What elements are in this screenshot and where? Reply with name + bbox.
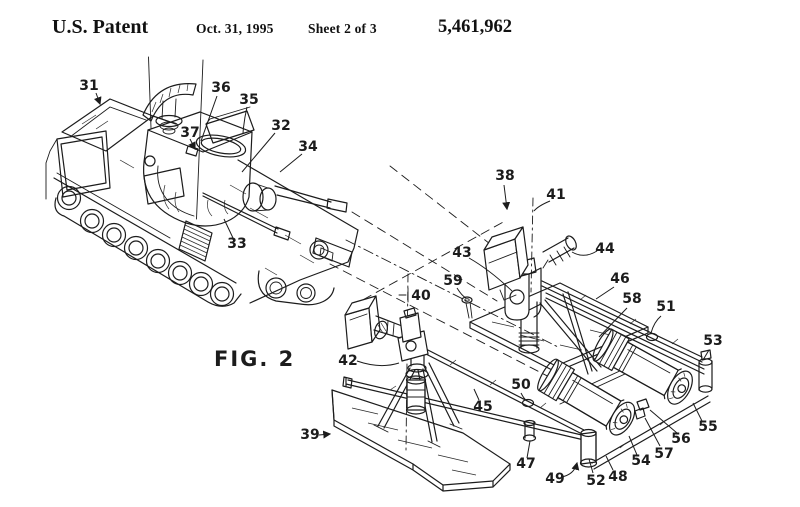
- leader-lines: [93, 92, 710, 478]
- dashdot-axis-line: [345, 239, 559, 348]
- turret-fitting-37: [185, 145, 199, 157]
- launcher-frame: [345, 280, 711, 470]
- eyelet-59: [461, 296, 473, 304]
- ref-label-41: 41: [546, 187, 565, 203]
- ref-label-43: 43: [452, 245, 471, 261]
- dashed-sightline-mid: [351, 211, 498, 302]
- ref-label-42: 42: [338, 353, 357, 369]
- vertical-centerline-40: [405, 273, 409, 451]
- ref-label-48: 48: [608, 469, 627, 485]
- ref-label-58: 58: [622, 291, 641, 307]
- ref-label-36: 36: [211, 80, 230, 96]
- pivot-yoke: [504, 273, 530, 321]
- knob-51: [645, 332, 659, 342]
- scope-44: [542, 237, 575, 263]
- ref-label-44: 44: [595, 241, 615, 257]
- axis-lines: [148, 56, 204, 220]
- patent-header-title: U.S. Patent: [52, 16, 149, 38]
- ref-label-38: 38: [495, 168, 514, 184]
- tripod-leg-right: [423, 362, 460, 427]
- ref-label-31: 31: [79, 78, 98, 94]
- pivot-sight-assembly: [483, 226, 577, 354]
- ref-label-49: 49: [545, 471, 564, 487]
- ref-label-37: 37: [180, 125, 199, 141]
- cylinder-lower: [537, 358, 636, 436]
- tripod-camera-station: [344, 295, 463, 448]
- tank-front-track: [257, 240, 335, 306]
- reference-labels: 31 36 35 37 32 34 33 38 41 43 44 59 40 4…: [79, 78, 722, 489]
- rail-48: [591, 395, 711, 470]
- ref-label-40: 40: [411, 288, 431, 304]
- ref-label-54: 54: [631, 453, 651, 469]
- brace-58a: [539, 299, 602, 372]
- patent-header-date: Oct. 31, 1995: [196, 21, 274, 36]
- ref-label-32: 32: [271, 118, 290, 134]
- tank-turret: [142, 82, 348, 241]
- rail-45-lower: [345, 377, 587, 441]
- patent-header-number: 5,461,962: [438, 17, 512, 37]
- ref-label-59: 59: [443, 273, 462, 289]
- ref-label-39: 39: [300, 427, 319, 443]
- tank-road-wheels: [56, 185, 235, 307]
- ref-label-34: 34: [298, 139, 318, 155]
- ref-label-35: 35: [239, 92, 258, 108]
- base-plate: [331, 389, 511, 492]
- ref-label-55: 55: [698, 419, 717, 435]
- curved-vane: [142, 82, 197, 122]
- ref-label-57: 57: [654, 446, 673, 462]
- clamp-56: [636, 398, 650, 411]
- patent-header-sheet: Sheet 2 of 3: [308, 21, 377, 36]
- ref-label-47: 47: [516, 456, 535, 472]
- clamp-57: [634, 407, 646, 420]
- ref-label-46: 46: [610, 271, 629, 287]
- ref-label-52: 52: [586, 473, 605, 489]
- knob-50: [521, 398, 535, 408]
- figure-caption: FIG. 2: [214, 347, 295, 371]
- ref-label-45: 45: [473, 399, 492, 415]
- cylinder-upper: [592, 328, 693, 405]
- tank: [45, 82, 359, 307]
- ref-label-53: 53: [703, 333, 722, 349]
- ref-label-56: 56: [671, 431, 690, 447]
- gun-barrel: [274, 185, 332, 209]
- posts-fittings: [342, 296, 713, 468]
- vertical-centerline-41: [530, 197, 534, 293]
- ref-label-50: 50: [511, 377, 531, 393]
- gun-rod: [202, 192, 279, 234]
- rail-45-upper: [421, 347, 585, 435]
- ref-label-33: 33: [227, 236, 246, 252]
- ref-label-51: 51: [656, 299, 675, 315]
- brace-58b: [562, 291, 593, 375]
- tank-track: [53, 172, 242, 307]
